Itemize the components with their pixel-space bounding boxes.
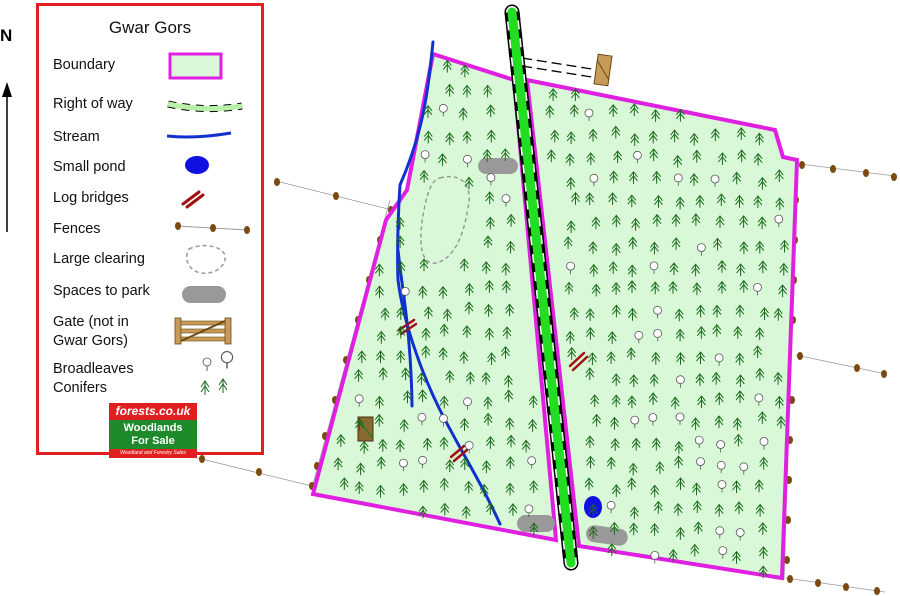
legend-boundary-label: Boundary — [53, 57, 116, 73]
pond-icon — [185, 156, 209, 174]
gate-icon-west — [357, 416, 374, 442]
gate-icon — [593, 53, 613, 87]
legend-trees-label: Broadleaves Conifers — [53, 361, 134, 396]
legend-fences-label: Fences — [53, 221, 101, 237]
legend-parking-label: Spaces to park — [53, 283, 150, 299]
legend: Gwar Gors Boundary Right of way Stream S… — [36, 3, 264, 458]
legend-right-of-way-label: Right of way — [53, 96, 133, 112]
gate-track — [521, 57, 599, 79]
right-of-way-icon — [167, 100, 243, 113]
legend-log-bridges-label: Log bridges — [53, 190, 129, 206]
stream-icon — [166, 131, 232, 139]
logo-top: forests.co.uk — [109, 403, 197, 420]
parking-icon — [182, 286, 226, 303]
legend-clearing-label: Large clearing — [53, 251, 145, 267]
legend-gate-label: Gate (not in Gwar Gors) — [53, 314, 129, 349]
boundary-swatch-icon — [168, 52, 223, 80]
logo-bottom: Woodland and Forestry Sales — [109, 449, 197, 458]
legend-pond-label: Small pond — [53, 159, 126, 175]
logo-mid: Woodlands For Sale — [109, 420, 197, 449]
clearing-icon — [185, 244, 226, 275]
log-bridges — [397, 318, 589, 463]
north-arrow-icon — [2, 82, 12, 232]
legend-stream-label: Stream — [53, 129, 100, 145]
legend-title: Gwar Gors — [108, 18, 192, 37]
tree-legend-icon — [200, 351, 234, 395]
log-bridge-icon — [181, 190, 205, 209]
forests-logo: forests.co.uk Woodlands For Sale Woodlan… — [109, 403, 197, 460]
large-clearing — [420, 175, 470, 264]
north-label: N — [0, 26, 13, 45]
fence-icon — [175, 222, 250, 234]
right-of-way — [504, 4, 579, 571]
broadleaf-tree-icon — [650, 551, 660, 564]
gate-legend-icon — [174, 317, 232, 345]
east-compartment — [524, 77, 800, 581]
